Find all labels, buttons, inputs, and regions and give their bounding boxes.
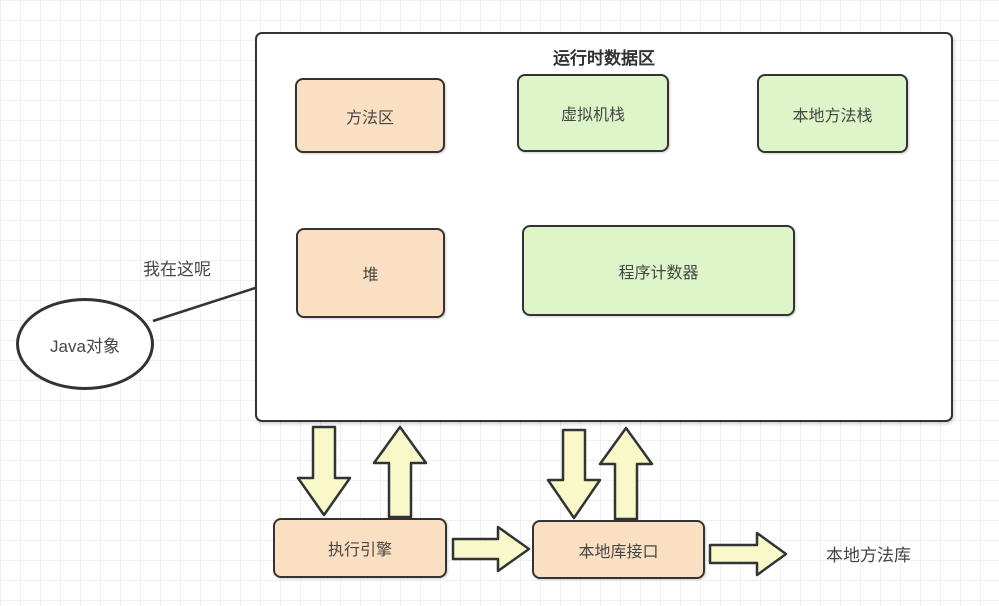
- program-counter-box: 程序计数器: [522, 225, 795, 316]
- execution-engine-label: 执行引擎: [327, 542, 392, 559]
- java-object-label: Java对象: [50, 336, 120, 356]
- annotation-label: 我在这呢: [143, 259, 211, 279]
- arrow-down-to-native-interface: [546, 428, 602, 520]
- native-method-stack-label: 本地方法栈: [792, 107, 873, 125]
- heap-label: 堆: [362, 267, 379, 284]
- arrow-up-from-execution-engine: [372, 425, 428, 519]
- java-object-ellipse: Java对象: [16, 298, 154, 390]
- vm-stack-label: 虚拟机栈: [560, 107, 625, 124]
- arrow-interface-to-library: [708, 531, 788, 577]
- native-method-stack-box: 本地方法栈: [757, 74, 908, 153]
- runtime-data-area-title: 运行时数据区: [553, 49, 655, 68]
- arrow-up-from-native-interface: [598, 426, 654, 521]
- vm-stack-box: 虚拟机栈: [517, 74, 669, 152]
- native-interface-box: 本地库接口: [532, 520, 705, 579]
- native-library-label: 本地方法库: [826, 545, 911, 565]
- arrow-engine-to-interface: [451, 525, 531, 573]
- execution-engine-box: 执行引擎: [273, 518, 447, 578]
- heap-box: 堆: [296, 228, 445, 318]
- native-interface-label: 本地库接口: [578, 543, 659, 561]
- method-area-label: 方法区: [345, 109, 394, 127]
- arrow-down-to-execution-engine: [296, 425, 352, 517]
- method-area-box: 方法区: [295, 78, 445, 153]
- program-counter-label: 程序计数器: [618, 264, 699, 282]
